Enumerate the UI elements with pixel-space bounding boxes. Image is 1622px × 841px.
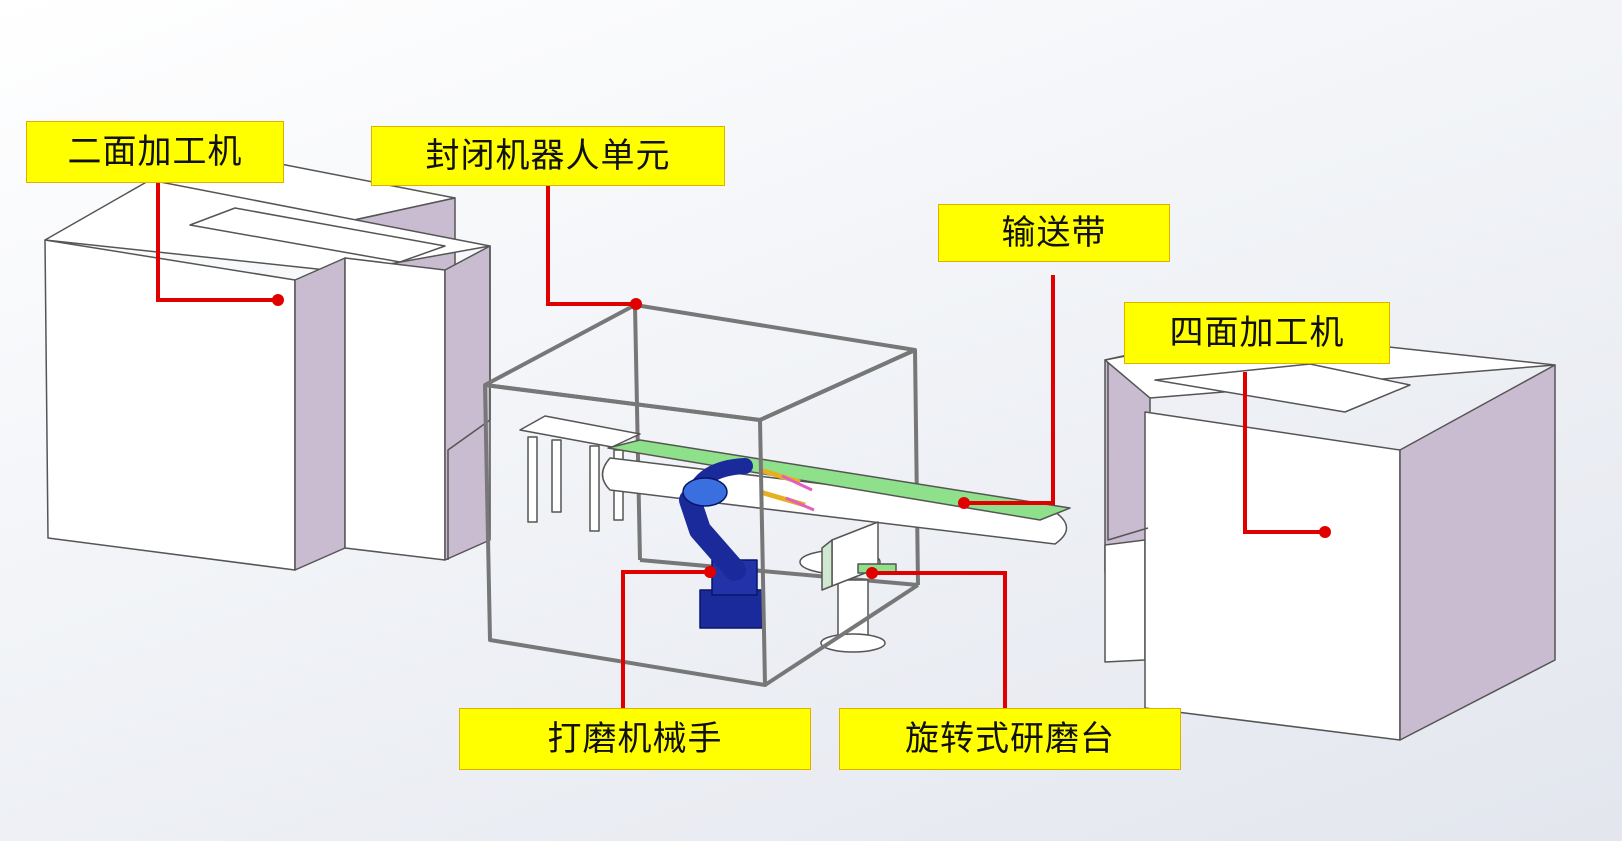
leader-dot <box>272 294 284 306</box>
two-face-machine-front <box>44 239 296 571</box>
leader-dot <box>958 497 970 509</box>
leader-grinding-robot-arm <box>621 570 710 708</box>
four-face-machine-door-frame <box>1107 362 1149 541</box>
rotary-table-fixture-side <box>821 539 833 591</box>
two-face-machine-top-opening <box>189 207 446 263</box>
leader-conveyor-belt <box>964 275 1055 505</box>
robot-gripper-part <box>785 496 815 512</box>
robot-wrist <box>682 477 728 507</box>
cell-frame-back-right-post <box>913 349 920 586</box>
conveyor-belt-surface <box>607 439 1071 521</box>
label-conveyor-belt: 输送带 <box>938 204 1170 262</box>
leader-lines <box>156 183 1325 708</box>
cell-frame-back-left-post <box>633 304 642 561</box>
leader-dot <box>704 566 716 578</box>
cell-frame-back-bottom <box>639 558 919 587</box>
leader-four-face-machine <box>1243 372 1325 534</box>
leader-rotary-grinding-table <box>872 571 1007 708</box>
leader-dot <box>866 567 878 579</box>
four-face-machine-side-slab <box>1104 539 1146 663</box>
leader-dot <box>630 298 642 310</box>
enclosed-robot-cell <box>483 303 1071 687</box>
leader-dots <box>272 294 1331 579</box>
label-enclosed-robot-cell: 封闭机器人单元 <box>371 126 725 186</box>
label-grinding-robot-arm: 打磨机械手 <box>459 708 811 770</box>
two-face-machine-right-front <box>344 257 446 561</box>
two-face-machine-side <box>294 257 346 571</box>
four-face-machine-side <box>1399 364 1556 741</box>
cell-frame-front-bottom-right <box>763 583 920 687</box>
label-two-face-machine: 二面加工机 <box>26 121 284 183</box>
infeed-table-leg <box>589 445 600 532</box>
four-face-machine-top-opening <box>1154 363 1411 413</box>
four-face-machine-front <box>1144 411 1401 741</box>
four-face-machine <box>1104 331 1556 741</box>
rotary-table-column <box>837 579 869 641</box>
two-face-machine-right-side <box>444 245 491 561</box>
label-rotary-grinding-table: 旋转式研磨台 <box>839 708 1181 770</box>
cell-frame-top <box>483 303 917 422</box>
infeed-table-top <box>519 415 641 448</box>
infeed-table <box>519 415 641 532</box>
cell-frame-front-top-right <box>759 348 916 422</box>
label-four-face-machine: 四面加工机 <box>1124 302 1390 364</box>
rotary-grinding-table <box>799 521 897 653</box>
two-face-machine <box>44 159 491 571</box>
leader-dot <box>1319 526 1331 538</box>
conveyor-belt <box>601 439 1071 545</box>
robot-lower-arm <box>679 489 746 581</box>
leader-enclosed-robot-cell <box>546 186 636 306</box>
grinding-robot-arm <box>679 458 815 629</box>
infeed-table-leg <box>527 436 538 523</box>
infeed-table-leg <box>551 439 562 513</box>
two-face-machine-door-frame <box>447 246 491 560</box>
leader-two-face-machine <box>156 183 278 302</box>
robot-gripper-part <box>781 474 813 492</box>
